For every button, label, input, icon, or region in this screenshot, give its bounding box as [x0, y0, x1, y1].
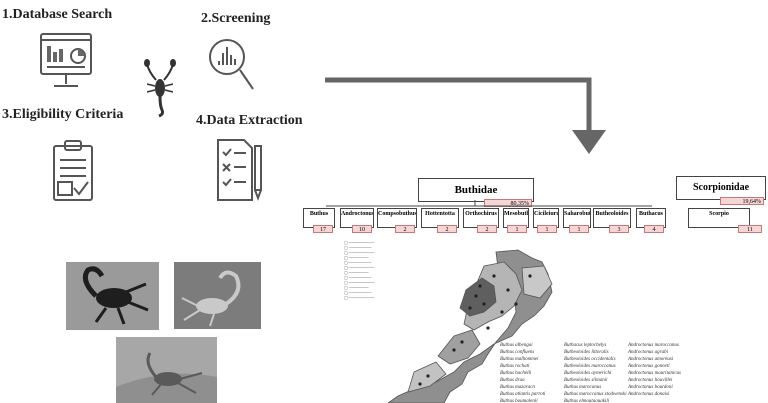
genus-count: 1: [537, 225, 557, 233]
species-item: Butheoloides aymerichi: [564, 371, 612, 376]
genus-label: Butheoloides: [595, 211, 629, 217]
species-item: Androctonus bourdoni: [628, 385, 673, 390]
species-item: Buthacus leptochelys: [564, 343, 607, 348]
monitor-dashboard-icon: [40, 33, 92, 87]
species-item: Buthus elmoutaouakili: [564, 399, 610, 403]
genus-label: Cicileiurus: [534, 211, 558, 217]
step-eligibility-label: 3.Eligibility Criteria: [2, 107, 124, 122]
genus-box: Butheoloides: [593, 208, 631, 228]
magnifier-chart-icon: [209, 39, 254, 90]
species-item: Buthus draa: [500, 378, 525, 383]
step-database-search-label: 1.Database Search: [2, 7, 113, 22]
species-item: Buthus rochati: [500, 364, 530, 369]
species-item: Androctonus maroccanus: [628, 343, 679, 348]
flow-arrow: [325, 77, 606, 154]
step-screening-label: 2.Screening: [201, 11, 271, 26]
step-data-extraction-label: 4.Data Extraction: [196, 113, 303, 128]
species-item: Androctonus liouvillei: [628, 378, 673, 383]
checklist-pen-icon: [217, 139, 262, 201]
scorpion-photo-2: [174, 262, 261, 329]
family-scorpionidae-percent: 19,64%: [720, 197, 764, 205]
genus-box: Androctonus: [340, 208, 374, 228]
scorpion-photo-3: [116, 337, 217, 403]
species-item: Buthus albengai: [500, 343, 533, 348]
genus-label: Buthus: [309, 211, 329, 217]
genus-count: 2: [437, 225, 457, 233]
morocco-map: [387, 249, 553, 403]
species-item: Androctonus gonneti: [628, 364, 670, 369]
genus-box: Cicileiurus: [533, 208, 559, 228]
species-item: Androctonus mauritanicus: [628, 371, 682, 376]
species-item: Androctonus amoreuxi: [628, 357, 674, 362]
family-buthidae: Buthidae: [418, 178, 534, 202]
family-scorpionidae: Scorpionidae: [676, 176, 766, 200]
species-item: Buthus bachelli: [500, 371, 532, 376]
genus-label: Hottentotta: [425, 211, 455, 217]
genus-count: 2: [477, 225, 497, 233]
genus-label: Saharobuthus: [564, 211, 591, 217]
species-item: Androctonus agrabi: [628, 350, 668, 355]
genus-label: Buthacus: [638, 211, 663, 217]
genus-label: Orthochirus: [465, 211, 497, 217]
species-item: Butheoloides littoralis: [564, 350, 609, 355]
genus-scorpio: Scorpio: [688, 208, 750, 228]
species-item: Buthus atlantis parroti: [500, 392, 546, 397]
species-item: Buthus mazaracn: [500, 385, 535, 390]
species-item: Buthus confluens: [500, 350, 535, 355]
genus-count: 1: [569, 225, 589, 233]
species-item: Butheoloides slimanii: [564, 378, 608, 383]
genus-count: 1: [507, 225, 527, 233]
genus-scorpio-count: 11: [738, 225, 762, 233]
map-legend: ▢ ─────────▢ ────────▢ ───────── ▢ ─────…: [344, 240, 375, 300]
genus-count: 10: [352, 225, 372, 233]
clipboard-check-icon: [53, 140, 93, 201]
genus-count: 4: [644, 225, 664, 233]
genus-count: 3: [609, 225, 629, 233]
genus-label: Androctonus: [341, 211, 374, 217]
genus-count: 17: [313, 225, 333, 233]
buthidae-tree-connectors: [326, 200, 652, 207]
species-item: Buthus malhommei: [500, 357, 539, 362]
species-item: Buthus marocanus: [564, 385, 602, 390]
scorpion-photo-1: [66, 262, 159, 330]
scorpion-icon: [144, 59, 176, 118]
genus-label: Compsobuthus: [378, 211, 417, 217]
genus-count: 2: [395, 225, 415, 233]
species-item: Butheoloides occidentalis: [564, 357, 616, 362]
species-item: Androctonus donaisi: [628, 392, 670, 397]
species-item: Butheoloides maroccanus: [564, 364, 616, 369]
genus-label: Mesobuthus: [504, 211, 528, 217]
species-item: Buthus boumalenii: [500, 399, 538, 403]
species-item: Buthus maroccanus stodwenski: [564, 392, 627, 397]
